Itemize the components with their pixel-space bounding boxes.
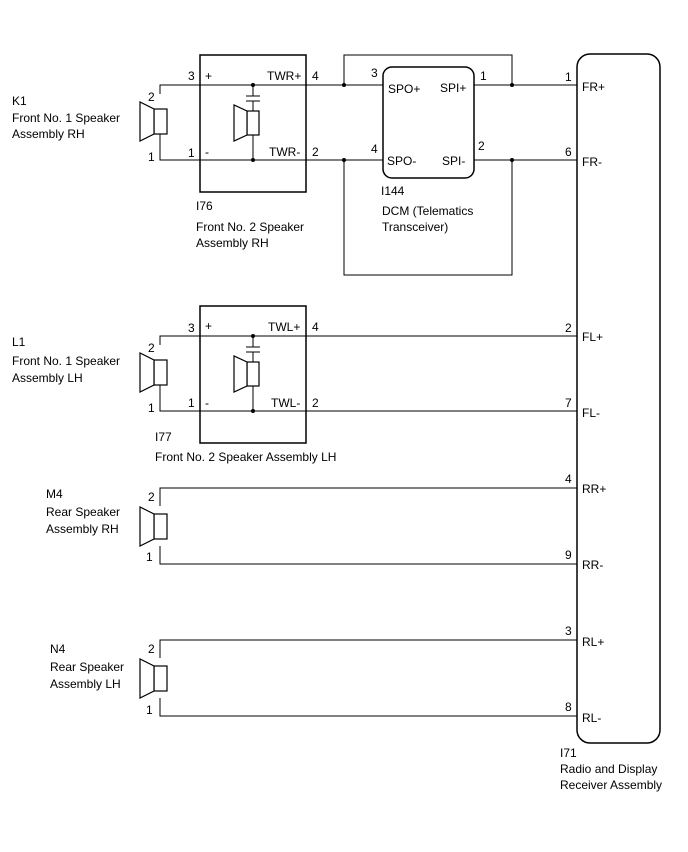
tweeter-icon-i76	[233, 104, 260, 142]
i71-box	[576, 53, 661, 744]
i77-pin-out-plus: 4	[312, 320, 319, 334]
m4-name-line1: Rear Speaker	[46, 505, 120, 519]
tweeter-icon-i77	[233, 355, 260, 393]
i71-label-fr-minus: FR-	[582, 155, 602, 169]
n4-pin-plus: 2	[148, 642, 155, 656]
i144-code: I144	[381, 184, 405, 198]
i144-name-line1: DCM (Telematics	[382, 204, 473, 218]
i71-pin-rr-plus: 4	[565, 472, 572, 486]
i71-label-fl-minus: FL-	[582, 406, 600, 420]
i144-spo-minus: SPO-	[387, 154, 416, 168]
i144-name-line2: Transceiver)	[382, 220, 448, 234]
n4-name-line2: Assembly LH	[50, 677, 121, 691]
n4-name-line1: Rear Speaker	[50, 660, 124, 674]
i144-pin-spi-minus: 2	[478, 139, 485, 153]
i144-pin-spo-plus: 3	[371, 66, 378, 80]
i77-sign-plus: +	[205, 319, 212, 333]
i144-pin-spi-plus: 1	[480, 69, 487, 83]
i77-code: I77	[155, 430, 172, 444]
n4-code: N4	[50, 642, 66, 656]
i144-spi-minus: SPI-	[442, 154, 465, 168]
i71-name-line1: Radio and Display	[560, 762, 657, 776]
i71-label-fr-plus: FR+	[582, 80, 605, 94]
i71-pin-fl-plus: 2	[565, 321, 572, 335]
l1-pin-minus: 1	[148, 401, 155, 415]
k1-name-line1: Front No. 1 Speaker	[12, 111, 120, 125]
i71-label-rl-minus: RL-	[582, 711, 601, 725]
wires-rear-rh	[159, 487, 577, 565]
i71-pin-rr-minus: 9	[565, 548, 572, 562]
i144-box	[382, 66, 475, 179]
k1-pin-minus: 1	[148, 150, 155, 164]
splice-points-front-rh	[342, 83, 514, 162]
wires-front-rh	[159, 54, 577, 276]
i77-name-line1: Front No. 2 Speaker Assembly LH	[155, 450, 336, 464]
wires-front-lh	[159, 335, 577, 412]
l1-name-line1: Front No. 1 Speaker	[12, 354, 120, 368]
m4-code: M4	[46, 487, 63, 501]
speaker-icon-m4	[139, 506, 168, 547]
i76-out-plus-label: TWR+	[267, 69, 301, 83]
l1-code: L1	[12, 335, 26, 349]
i77-out-minus-label: TWL-	[271, 396, 300, 410]
i77-pin-in-minus: 1	[188, 396, 195, 410]
i71-pin-rl-minus: 8	[565, 700, 572, 714]
l1-pin-plus: 2	[148, 341, 155, 355]
i71-code: I71	[560, 746, 577, 760]
i76-pin-out-minus: 2	[312, 145, 319, 159]
i76-sign-plus: +	[205, 69, 212, 83]
wires-rear-lh	[159, 639, 577, 717]
i76-sign-minus: -	[205, 145, 209, 159]
speaker-icon-n4	[139, 658, 168, 699]
i76-pin-in-minus: 1	[188, 146, 195, 160]
i71-label-fl-plus: FL+	[582, 330, 603, 344]
i71-pin-fr-plus: 1	[565, 70, 572, 84]
i76-box	[199, 54, 307, 193]
i77-box	[199, 305, 307, 444]
i71-pin-rl-plus: 3	[565, 624, 572, 638]
i76-out-minus-label: TWR-	[269, 145, 300, 159]
i76-pin-in-plus: 3	[188, 69, 195, 83]
i76-name-line1: Front No. 2 Speaker	[196, 220, 304, 234]
speaker-icon-l1	[139, 352, 168, 393]
i71-name-line2: Receiver Assembly	[560, 778, 662, 792]
i77-pin-in-plus: 3	[188, 321, 195, 335]
i77-out-plus-label: TWL+	[268, 320, 300, 334]
k1-pin-plus: 2	[148, 90, 155, 104]
i76-code: I76	[196, 199, 213, 213]
i71-pin-fr-minus: 6	[565, 145, 572, 159]
i71-pin-fl-minus: 7	[565, 396, 572, 410]
m4-name-line2: Assembly RH	[46, 522, 119, 536]
speaker-icon-k1	[139, 101, 168, 142]
m4-pin-plus: 2	[148, 490, 155, 504]
i76-pin-out-plus: 4	[312, 69, 319, 83]
i77-pin-out-minus: 2	[312, 396, 319, 410]
i71-label-rl-plus: RL+	[582, 635, 604, 649]
i144-spi-plus: SPI+	[440, 81, 466, 95]
k1-code: K1	[12, 94, 27, 108]
i76-name-line2: Assembly RH	[196, 236, 269, 250]
i144-spo-plus: SPO+	[388, 82, 420, 96]
i71-label-rr-plus: RR+	[582, 482, 606, 496]
i71-label-rr-minus: RR-	[582, 558, 603, 572]
i77-sign-minus: -	[205, 396, 209, 410]
m4-pin-minus: 1	[146, 550, 153, 564]
n4-pin-minus: 1	[146, 703, 153, 717]
i144-pin-spo-minus: 4	[371, 142, 378, 156]
k1-name-line2: Assembly RH	[12, 127, 85, 141]
l1-name-line2: Assembly LH	[12, 371, 83, 385]
